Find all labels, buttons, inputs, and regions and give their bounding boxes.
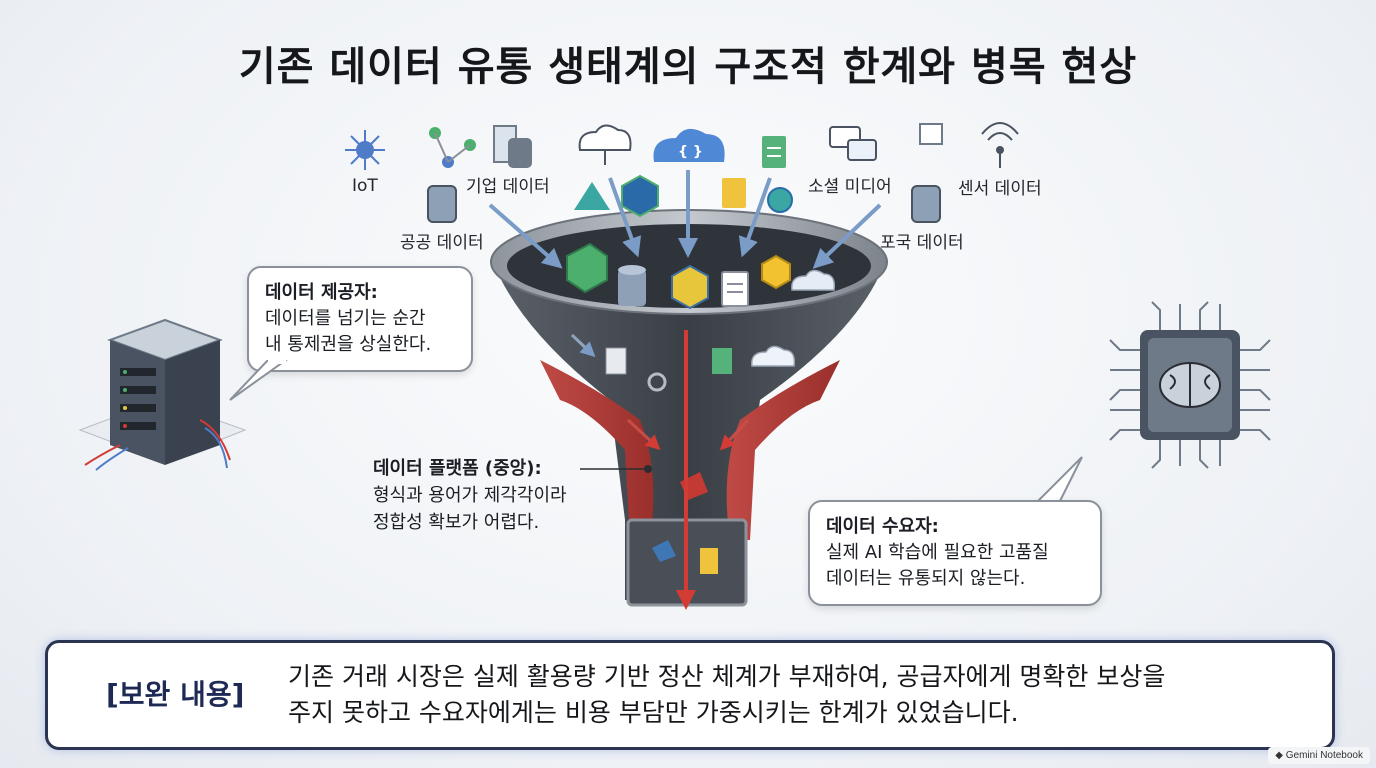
gemini-logo-icon: ◆ <box>1275 750 1283 761</box>
consumer-line-2: 데이터는 유통되지 않는다. <box>826 568 1026 589</box>
chat-bubble-icon <box>829 126 877 161</box>
iot-hub-icon <box>345 130 385 170</box>
provider-callout-tail <box>229 360 288 401</box>
watermark-text: Gemini Notebook <box>1285 750 1363 761</box>
platform-line-1: 형식과 용어가 제각각이라 <box>373 485 567 506</box>
page-title: 기존 데이터 유통 생태계의 구조적 한계와 병목 현상 <box>238 44 1138 90</box>
shard-blue-icon <box>652 540 676 562</box>
database-public-icon <box>427 185 457 223</box>
doc-yellow-in-neck-icon <box>700 548 718 574</box>
cloud-in-neck-icon <box>751 345 796 367</box>
ai-chip-brain-icon <box>1109 301 1271 469</box>
icosahedron-icon <box>621 174 659 218</box>
cloud-code-icon: { } <box>653 128 725 162</box>
document-small-icon <box>919 123 943 145</box>
database-icon <box>618 265 646 306</box>
gear-icon <box>647 372 667 392</box>
supplement-tag: [보완 내용] <box>106 678 245 711</box>
platform-line-2: 정합성 확보가 어렵다. <box>373 512 540 533</box>
consumer-callout: 데이터 수요자: 실제 AI 학습에 필요한 고품질 데이터는 유통되지 않는다… <box>808 500 1102 606</box>
source-label-social: 소셜 미디어 <box>808 177 892 197</box>
doc-green-in-neck-icon <box>712 348 732 374</box>
doc-in-neck-icon <box>605 347 627 375</box>
cube-yellow-icon <box>761 254 791 290</box>
server-database-icon <box>493 125 532 168</box>
network-nodes-icon <box>429 127 476 168</box>
cloud-network-icon <box>578 124 632 165</box>
provider-callout: 데이터 제공자: 데이터를 넘기는 순간 내 통제권을 상실한다. <box>247 266 473 372</box>
pyramid-green-icon <box>574 182 610 210</box>
platform-note: 데이터 플랫폼 (중앙): 형식과 용어가 제각각이라 정합성 확보가 어렵다. <box>373 455 567 536</box>
provider-line-1: 데이터를 넘기는 순간 <box>265 308 426 329</box>
watermark: ◆ Gemini Notebook <box>1268 747 1370 764</box>
consumer-heading: 데이터 수요자: <box>826 516 939 537</box>
consumer-line-1: 실제 AI 학습에 필요한 고품질 <box>826 542 1049 563</box>
supplement-line-1: 기존 거래 시장은 실제 활용량 기반 정산 체계가 부재하여, 공급자에게 명… <box>288 662 1166 691</box>
platform-heading: 데이터 플랫폼 (중앙): <box>373 458 542 479</box>
globe-icon <box>767 187 793 213</box>
provider-heading: 데이터 제공자: <box>265 282 378 303</box>
source-label-iot: IoT <box>352 176 378 196</box>
source-label-sensor: 센서 데이터 <box>958 179 1042 199</box>
server-rack-icon <box>78 318 247 471</box>
source-label-public: 공공 데이터 <box>400 233 484 253</box>
document-yellow-icon <box>722 178 746 208</box>
database-foreign-icon <box>911 185 941 223</box>
cube-green-icon <box>566 242 608 294</box>
source-label-enterprise: 기업 데이터 <box>466 177 550 197</box>
cloud-small-icon <box>791 269 836 291</box>
cube-multicolor-icon <box>671 264 709 310</box>
supplement-box: [보완 내용] 기존 거래 시장은 실제 활용량 기반 정산 체계가 부재하여,… <box>45 640 1335 750</box>
document-icon <box>721 271 749 307</box>
document-green-icon <box>762 136 786 168</box>
supplement-line-2: 주지 못하고 수요자에게는 비용 부담만 가중시키는 한계가 있었습니다. <box>288 698 1019 727</box>
provider-line-2: 내 통제권을 상실한다. <box>265 334 432 355</box>
antenna-icon <box>981 122 1019 168</box>
svg-text:{ }: { } <box>678 144 703 160</box>
source-label-foreign: 포국 데이터 <box>880 233 964 253</box>
supplement-text: 기존 거래 시장은 실제 활용량 기반 정산 체계가 부재하여, 공급자에게 명… <box>288 659 1308 731</box>
